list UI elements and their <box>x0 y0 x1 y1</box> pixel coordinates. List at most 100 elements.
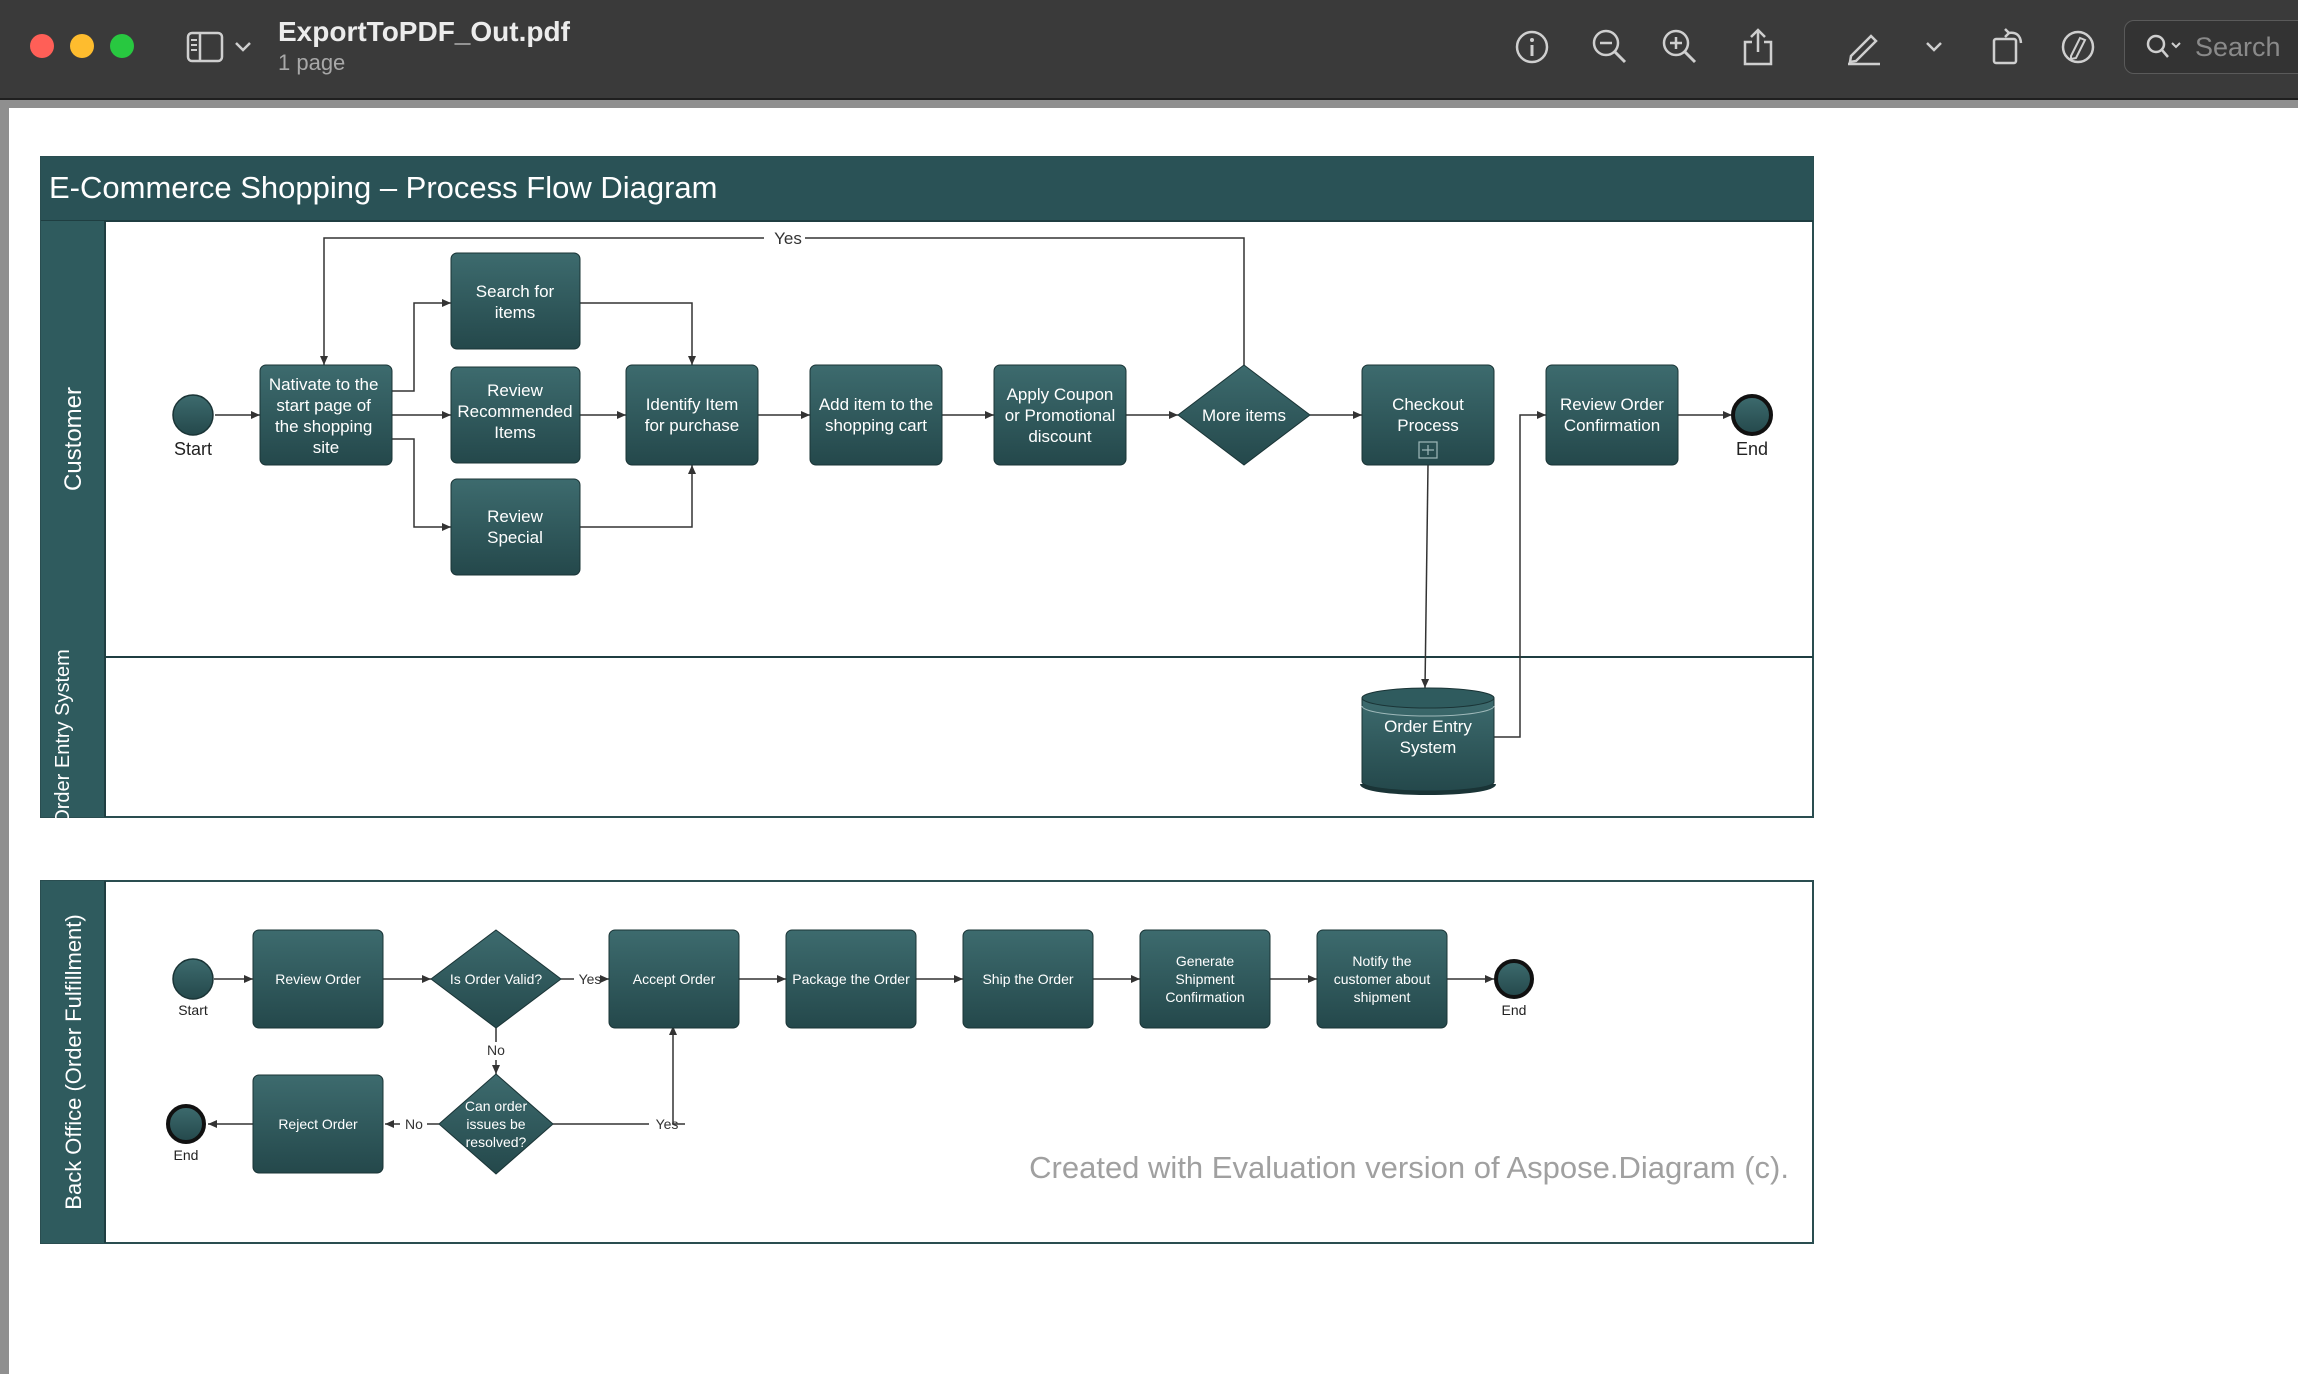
document-page-count: 1 page <box>278 50 346 75</box>
search-icon <box>2146 34 2181 58</box>
end-event-back-office-top <box>1494 959 1534 999</box>
end-label-back-office-bottom: End <box>174 1147 199 1163</box>
sidebar-menu-button[interactable] <box>232 22 254 72</box>
task-accept-order <box>608 929 740 1029</box>
task-review-special <box>450 478 581 576</box>
task-reject-order-label: Reject Order <box>278 1116 358 1132</box>
gateway-more-items-label: More items <box>1202 406 1286 425</box>
info-icon <box>1515 30 1549 64</box>
pdf-page: E-Commerce Shopping – Process Flow Diagr… <box>9 108 2298 1374</box>
sidebar-icon <box>186 31 224 63</box>
diagram-title: E-Commerce Shopping – Process Flow Diagr… <box>49 170 717 205</box>
task-ship-order <box>962 929 1094 1029</box>
task-identify-item <box>625 364 759 466</box>
process-flow-diagram: E-Commerce Shopping – Process Flow Diagr… <box>40 156 1814 1244</box>
end-label-back-office-top: End <box>1502 1002 1527 1018</box>
navigate-line-1: Nativate to the <box>269 375 379 394</box>
task-navigate <box>259 364 393 466</box>
start-label-back-office: Start <box>178 1002 208 1018</box>
gateway-is-order-valid <box>430 929 562 1029</box>
task-add-to-cart <box>809 364 943 466</box>
task-apply-coupon <box>993 364 1127 466</box>
subprocess-marker-icon <box>1418 441 1438 459</box>
close-button[interactable] <box>30 34 54 58</box>
search-field[interactable] <box>2124 20 2298 74</box>
minimize-button[interactable] <box>70 34 94 58</box>
lane-label-back-office: Back Office (Order Fulfillment) <box>61 914 86 1209</box>
task-package-order-label: Package the Order <box>792 971 910 987</box>
task-navigate-label: Nativate to the start page of the shoppi… <box>269 375 383 457</box>
zoom-out-button[interactable] <box>1586 22 1634 72</box>
pool-frame-top <box>40 156 1814 818</box>
task-accept-order-label: Accept Order <box>633 971 716 987</box>
markup-button[interactable] <box>1840 22 1888 72</box>
evaluation-watermark: Created with Evaluation version of Aspos… <box>1029 1150 1789 1185</box>
document-title: ExportToPDF_Out.pdf <box>278 16 570 47</box>
markup-menu-button[interactable] <box>1922 22 1946 72</box>
diagram-title-bar <box>41 157 1813 221</box>
lane-label-customer: Customer <box>60 387 87 491</box>
lane-label-order-entry: Order Entry System <box>52 649 74 825</box>
annotate-button[interactable] <box>2054 22 2102 72</box>
start-event-customer <box>172 394 214 436</box>
task-review-order-label: Review Order <box>275 971 361 987</box>
label-yes-resolve: Yes <box>656 1116 679 1132</box>
chevron-down-icon <box>1926 42 1942 52</box>
start-label-customer: Start <box>174 439 212 459</box>
task-reject-order <box>252 1074 384 1174</box>
end-label-customer: End <box>1736 439 1768 459</box>
rotate-button[interactable] <box>1984 22 2032 72</box>
pencil-markup-icon <box>1848 34 1880 66</box>
task-review-confirmation <box>1545 364 1679 466</box>
lane-header-order-entry <box>41 657 105 817</box>
label-no-resolve: No <box>405 1116 423 1132</box>
zoom-button[interactable] <box>110 34 134 58</box>
gateway-more-items <box>1177 364 1311 466</box>
share-icon <box>1743 28 1773 66</box>
end-event-customer <box>1731 394 1773 436</box>
task-checkout <box>1361 364 1495 466</box>
navigate-line-2: start page of <box>276 396 371 415</box>
gateway-can-resolve <box>438 1073 554 1175</box>
task-generate-confirmation <box>1139 929 1271 1029</box>
sidebar-toggle-button[interactable] <box>184 22 228 72</box>
label-no-valid: No <box>487 1042 505 1058</box>
navigate-line-4: site <box>313 438 339 457</box>
gateway-is-order-valid-label: Is Order Valid? <box>450 971 543 987</box>
task-package-order <box>785 929 917 1029</box>
rotate-icon <box>1992 28 2023 65</box>
chevron-down-icon <box>235 42 251 52</box>
markup-circle-icon <box>2061 30 2095 64</box>
lane-header-customer <box>41 221 105 657</box>
task-search-items <box>450 252 581 350</box>
start-event-back-office <box>172 958 214 1000</box>
end-event-back-office-bottom <box>166 1104 206 1144</box>
lane-label-order-entry-line: Order Entry System <box>52 649 74 825</box>
yes-label-loop: Yes <box>774 229 802 248</box>
search-input[interactable] <box>2193 30 2298 64</box>
zoom-in-button[interactable] <box>1656 22 1704 72</box>
task-ship-order-label: Ship the Order <box>982 971 1073 987</box>
info-button[interactable] <box>1508 22 1556 72</box>
window-titlebar: ExportToPDF_Out.pdf 1 page <box>0 0 2298 100</box>
zoom-out-icon <box>1592 29 1627 64</box>
zoom-in-icon <box>1662 29 1697 64</box>
datastore-order-entry-system <box>1360 687 1496 795</box>
task-review-recommended <box>450 366 581 464</box>
navigate-line-3: the shopping <box>275 417 372 436</box>
lane-header-back-office <box>41 881 105 1243</box>
share-button[interactable] <box>1734 22 1782 72</box>
label-yes-valid: Yes <box>579 971 602 987</box>
